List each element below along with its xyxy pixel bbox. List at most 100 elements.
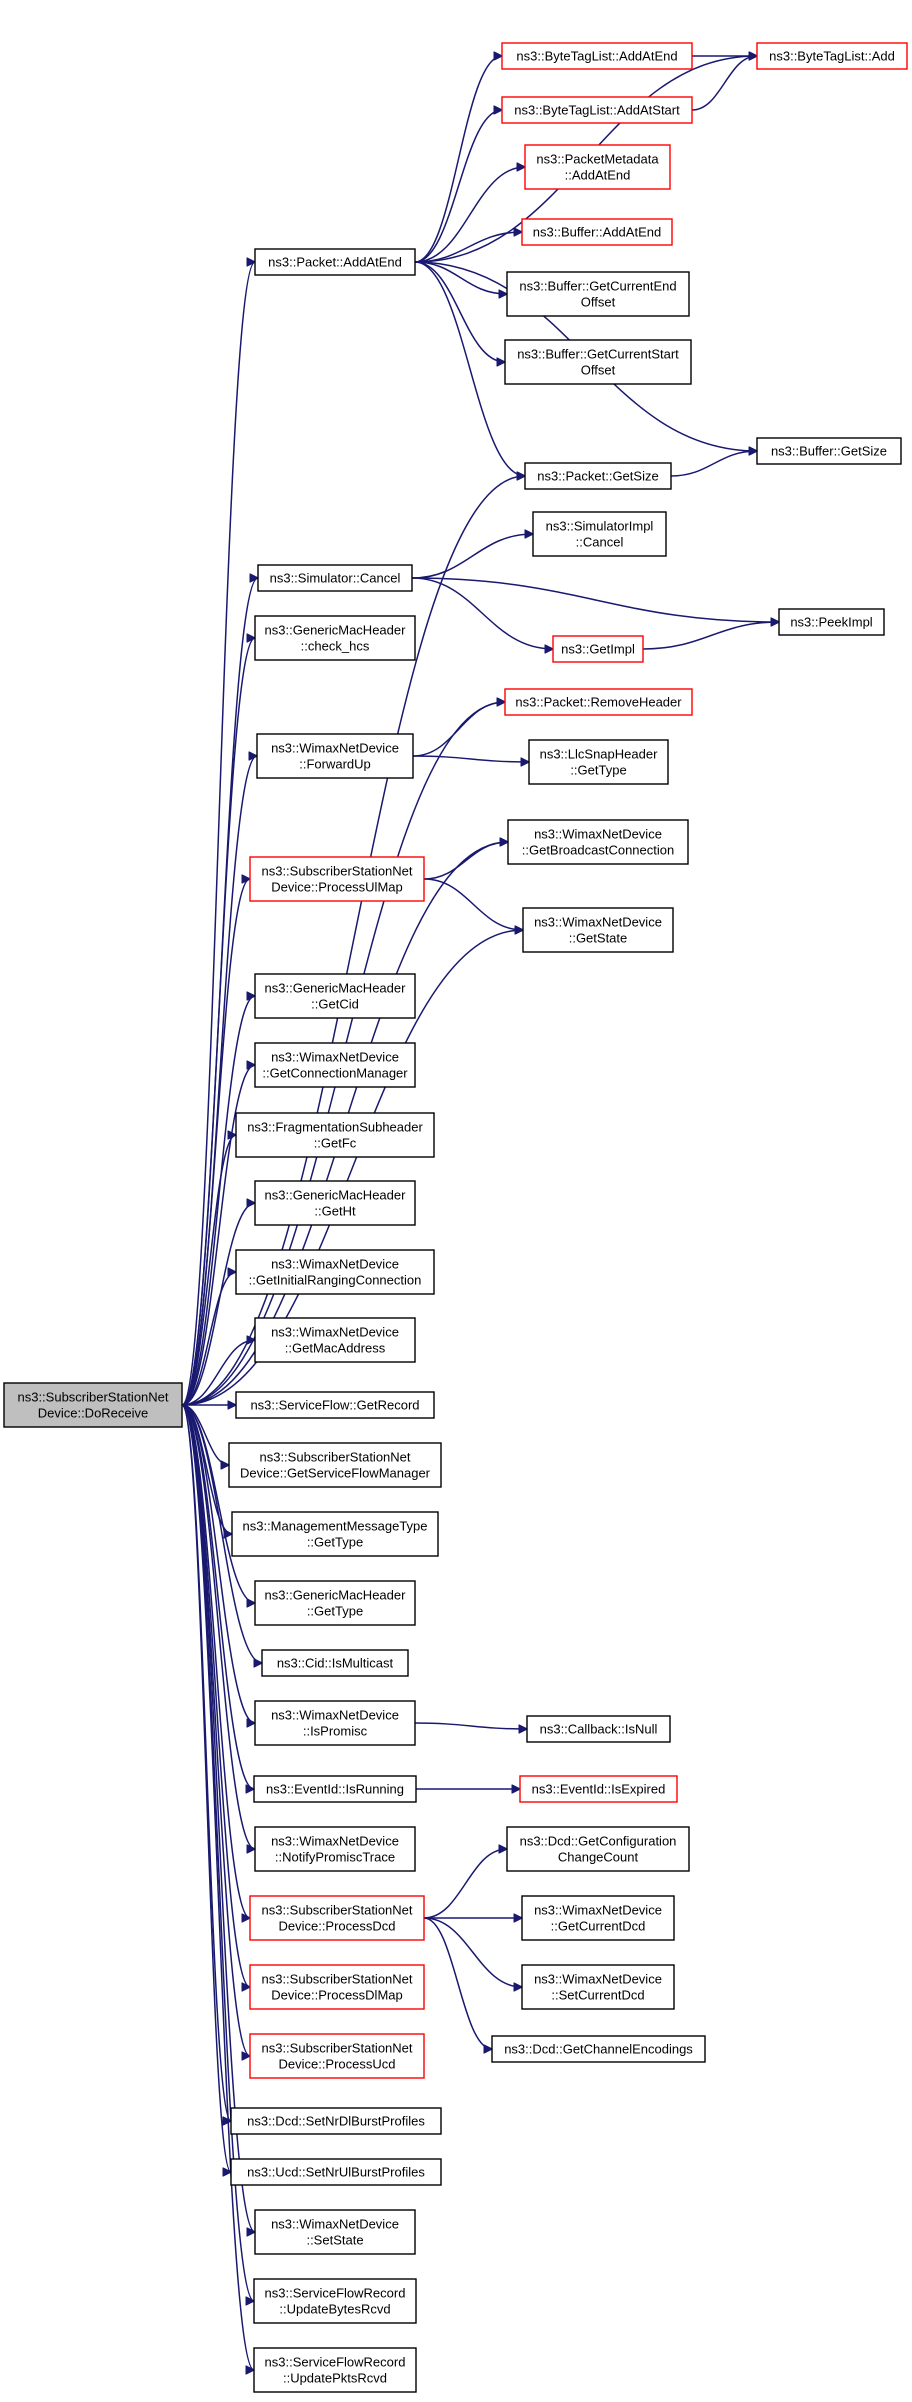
node-box-ssnd-getsfmgr — [228, 1442, 442, 1488]
node-label-llc-gettype-line-1: ns3::LlcSnapHeader — [540, 747, 658, 762]
node-packet-removeheader[interactable]: ns3::Packet::RemoveHeader — [504, 688, 693, 716]
node-cb-isnull[interactable]: ns3::Callback::IsNull — [526, 1715, 671, 1743]
node-wnd-notifypromisc[interactable]: ns3::WimaxNetDevice::NotifyPromiscTrace — [254, 1826, 416, 1872]
node-btl-add[interactable]: ns3::ByteTagList::Add — [756, 42, 908, 70]
node-gmh-gettype[interactable]: ns3::GenericMacHeader::GetType — [254, 1580, 416, 1626]
node-box-cb-isnull — [526, 1715, 671, 1743]
node-dcd-getchannelenc[interactable]: ns3::Dcd::GetChannelEncodings — [491, 2035, 706, 2063]
node-wnd-getbroadcast[interactable]: ns3::WimaxNetDevice::GetBroadcastConnect… — [507, 819, 689, 865]
node-buf-getsize[interactable]: ns3::Buffer::GetSize — [756, 437, 902, 465]
node-label-simimpl-cancel-line-1: ns3::SimulatorImpl — [546, 519, 654, 534]
node-box-gmh-gettype — [254, 1580, 416, 1626]
node-box-btl-addatend — [501, 42, 693, 70]
edge-root-to-packet-addatend — [181, 262, 256, 1406]
edge-wnd-forwardup-to-llc-gettype — [412, 755, 529, 762]
node-gmh-checkhcs[interactable]: ns3::GenericMacHeader::check_hcs — [254, 615, 416, 661]
edge-root-to-gmh-getht — [181, 1203, 255, 1406]
edge-sim-cancel-to-simimpl-cancel — [411, 534, 533, 579]
node-label-packet-addatend-line-1: ns3::Packet::AddAtEnd — [268, 255, 402, 270]
node-label-buf-curend-line-1: ns3::Buffer::GetCurrentEnd — [519, 279, 676, 294]
node-box-ssnd-processulmap — [249, 856, 425, 902]
node-ssnd-processulmap[interactable]: ns3::SubscriberStationNetDevice::Process… — [249, 856, 425, 902]
node-label-pm-addatend-line-1: ns3::PacketMetadata — [536, 152, 659, 167]
node-wnd-getinitranging[interactable]: ns3::WimaxNetDevice::GetInitialRangingCo… — [235, 1249, 435, 1295]
node-gmh-getcid[interactable]: ns3::GenericMacHeader::GetCid — [254, 973, 416, 1019]
node-box-pm-addatend — [524, 144, 671, 190]
edge-root-to-ucd-setnrul — [181, 1404, 232, 2172]
edge-root-to-wnd-getinitranging — [181, 1272, 236, 1406]
edge-root-to-gmh-getcid — [181, 996, 255, 1406]
node-box-ssnd-processdlmap — [249, 1964, 425, 2010]
node-pm-addatend[interactable]: ns3::PacketMetadata::AddAtEnd — [524, 144, 671, 190]
node-llc-gettype[interactable]: ns3::LlcSnapHeader::GetType — [528, 739, 669, 785]
node-ssnd-getsfmgr[interactable]: ns3::SubscriberStationNetDevice::GetServ… — [228, 1442, 442, 1488]
edge-root-to-ssnd-processulmap — [181, 879, 250, 1406]
node-label-eid-isrunning-line-1: ns3::EventId::IsRunning — [266, 1782, 404, 1797]
edge-packet-addatend-to-btl-addatend — [414, 56, 502, 263]
node-label-ssnd-processucd-line-1: ns3::SubscriberStationNet — [261, 2041, 412, 2056]
node-wnd-ispromisc[interactable]: ns3::WimaxNetDevice::IsPromisc — [254, 1700, 416, 1746]
node-label-cb-isnull-line-1: ns3::Callback::IsNull — [540, 1722, 658, 1737]
node-getimpl[interactable]: ns3::GetImpl — [552, 635, 644, 663]
node-label-gmh-getcid-line-2: ::GetCid — [311, 997, 359, 1012]
node-wnd-setstate[interactable]: ns3::WimaxNetDevice::SetState — [254, 2209, 416, 2255]
node-peekimpl[interactable]: ns3::PeekImpl — [778, 608, 885, 636]
edge-ssnd-processdcd-to-dcd-getconfigcc — [423, 1849, 507, 1919]
node-wnd-setcurrentdcd[interactable]: ns3::WimaxNetDevice::SetCurrentDcd — [521, 1964, 675, 2010]
node-box-buf-curend — [506, 271, 690, 317]
node-gmh-getht[interactable]: ns3::GenericMacHeader::GetHt — [254, 1180, 416, 1226]
node-box-ucd-setnrul — [230, 2158, 442, 2186]
node-box-wnd-forwardup — [256, 733, 414, 779]
node-box-gmh-checkhcs — [254, 615, 416, 661]
node-label-buf-curstart-line-2: Offset — [581, 363, 616, 378]
edge-root-to-wnd-forwardup — [181, 756, 257, 1406]
node-btl-addatstart[interactable]: ns3::ByteTagList::AddAtStart — [501, 96, 693, 124]
node-box-cid-ismulticast — [261, 1649, 409, 1677]
node-wnd-getcurrentdcd[interactable]: ns3::WimaxNetDevice::GetCurrentDcd — [521, 1895, 675, 1941]
node-sfr-updatebytes[interactable]: ns3::ServiceFlowRecord::UpdateBytesRcvd — [253, 2278, 417, 2324]
node-dcd-setnrdl[interactable]: ns3::Dcd::SetNrDlBurstProfiles — [230, 2107, 442, 2135]
node-btl-addatend[interactable]: ns3::ByteTagList::AddAtEnd — [501, 42, 693, 70]
node-frag-getfc[interactable]: ns3::FragmentationSubheader::GetFc — [235, 1112, 435, 1158]
node-wnd-getmac[interactable]: ns3::WimaxNetDevice::GetMacAddress — [254, 1317, 416, 1363]
node-box-frag-getfc — [235, 1112, 435, 1158]
node-label-root-line-2: Device::DoReceive — [38, 1406, 149, 1421]
node-label-wnd-setstate-line-1: ns3::WimaxNetDevice — [271, 2217, 399, 2232]
node-ssnd-processdlmap[interactable]: ns3::SubscriberStationNetDevice::Process… — [249, 1964, 425, 2010]
node-label-gmh-checkhcs-line-2: ::check_hcs — [301, 639, 370, 654]
node-wnd-forwardup[interactable]: ns3::WimaxNetDevice::ForwardUp — [256, 733, 414, 779]
node-label-wnd-forwardup-line-1: ns3::WimaxNetDevice — [271, 741, 399, 756]
node-label-btl-addatstart-line-1: ns3::ByteTagList::AddAtStart — [514, 103, 680, 118]
node-label-buf-curend-line-2: Offset — [581, 295, 616, 310]
edge-ssnd-processdcd-to-wnd-setcurrentdcd — [423, 1917, 522, 1987]
node-wnd-getconnmgr[interactable]: ns3::WimaxNetDevice::GetConnectionManage… — [254, 1042, 416, 1088]
node-simimpl-cancel[interactable]: ns3::SimulatorImpl::Cancel — [532, 511, 667, 557]
node-box-ssnd-processdcd — [249, 1895, 425, 1941]
node-cid-ismulticast[interactable]: ns3::Cid::IsMulticast — [261, 1649, 409, 1677]
node-wnd-getstate[interactable]: ns3::WimaxNetDevice::GetState — [522, 907, 674, 953]
node-packet-getsize[interactable]: ns3::Packet::GetSize — [524, 462, 672, 490]
nodes-layer: ns3::SubscriberStationNet Device::DoRecei… — [3, 42, 908, 2393]
node-eid-isrunning[interactable]: ns3::EventId::IsRunning — [253, 1775, 417, 1803]
node-sf-getrecord[interactable]: ns3::ServiceFlow::GetRecord — [235, 1391, 435, 1419]
node-ssnd-processucd[interactable]: ns3::SubscriberStationNetDevice::Process… — [249, 2033, 425, 2079]
node-ucd-setnrul[interactable]: ns3::Ucd::SetNrUlBurstProfiles — [230, 2158, 442, 2186]
edge-root-to-cid-ismulticast — [181, 1404, 262, 1663]
node-sfr-updatepkts[interactable]: ns3::ServiceFlowRecord::UpdatePktsRcvd — [253, 2347, 417, 2393]
node-label-llc-gettype-line-2: ::GetType — [570, 763, 626, 778]
node-buf-addatend[interactable]: ns3::Buffer::AddAtEnd — [521, 218, 673, 246]
node-box-root — [3, 1382, 183, 1428]
edge-root-to-eid-isrunning — [181, 1404, 254, 1789]
node-packet-addatend[interactable]: ns3::Packet::AddAtEnd — [254, 248, 416, 276]
node-ssnd-processdcd[interactable]: ns3::SubscriberStationNetDevice::Process… — [249, 1895, 425, 1941]
node-eid-isexpired[interactable]: ns3::EventId::IsExpired — [519, 1775, 678, 1803]
node-box-peekimpl — [778, 608, 885, 636]
node-sim-cancel[interactable]: ns3::Simulator::Cancel — [257, 564, 413, 592]
node-root[interactable]: ns3::SubscriberStationNetDevice::DoRecei… — [3, 1382, 183, 1428]
node-mmt-gettype[interactable]: ns3::ManagementMessageType::GetType — [231, 1511, 439, 1557]
node-box-sim-cancel — [257, 564, 413, 592]
